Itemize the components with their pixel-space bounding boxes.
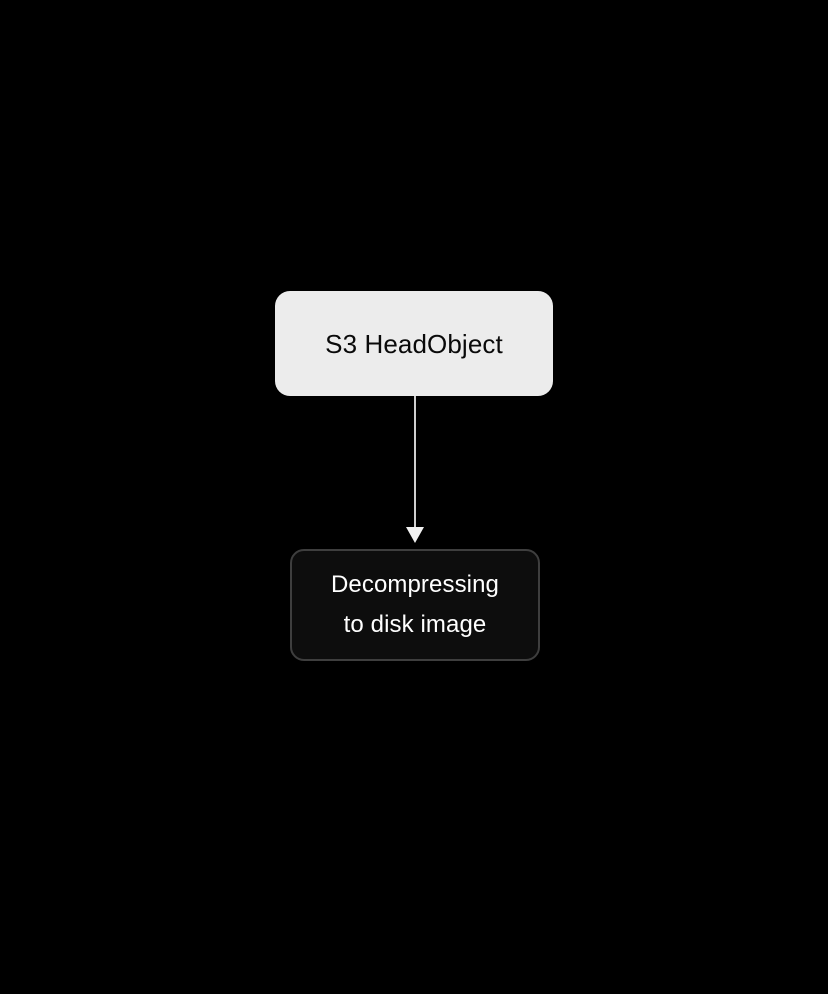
edge-s3-to-decompressing [406,396,424,543]
node-s3-head-object-label: S3 HeadObject [325,328,503,359]
node-decompressing-to-disk-image[interactable]: Decompressing to disk image [290,549,540,661]
node-decompressing-to-disk-image-label: Decompressing to disk image [330,571,500,638]
node-s3-head-object[interactable]: S3 HeadObject [275,291,553,396]
arrowhead-icon [406,527,424,543]
